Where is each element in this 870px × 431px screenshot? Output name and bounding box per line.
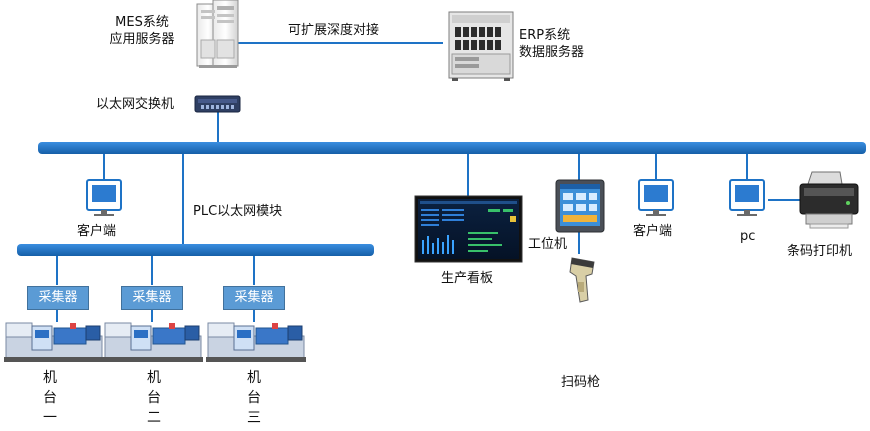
- mes-server-label-line2: 应用服务器: [109, 32, 175, 47]
- client-left-label: 客户端: [77, 224, 117, 239]
- printer-label: 条码打印机: [787, 244, 853, 259]
- machine3-label-char2: 台: [247, 390, 261, 406]
- machine1-label-char3: 一: [43, 410, 57, 426]
- collector-1: 采集器: [27, 286, 89, 310]
- client-right-label: 客户端: [633, 224, 673, 239]
- machine1-label: 机 台 一: [42, 368, 58, 428]
- plc-ethernet-bus: [17, 244, 374, 256]
- mes-server-label: MES系统 应用服务器: [94, 14, 190, 48]
- erp-server-label-line1: ERP系统: [519, 28, 571, 43]
- erp-server-label: ERP系统 数据服务器: [519, 27, 584, 61]
- main-ethernet-bus: [38, 142, 866, 154]
- mes-server-icon: [196, 0, 239, 68]
- erp-server-icon: [448, 11, 514, 81]
- collector-2: 采集器: [121, 286, 183, 310]
- client-left-computer-icon: [86, 179, 122, 216]
- scanner-label: 扫码枪: [561, 375, 601, 390]
- machine2-label-char3: 二: [147, 410, 161, 426]
- erp-server-label-line2: 数据服务器: [519, 45, 585, 60]
- dashboard-label: 生产看板: [441, 271, 494, 286]
- machine3-label: 机 台 三: [246, 368, 262, 428]
- machine3-icon: [206, 322, 306, 362]
- client-right-computer-icon: [638, 179, 674, 216]
- machine2-icon: [103, 322, 203, 362]
- collector-3: 采集器: [223, 286, 285, 310]
- machine3-label-char3: 三: [247, 410, 261, 426]
- production-dashboard-icon: [414, 195, 523, 263]
- workstation-label: 工位机: [528, 237, 568, 252]
- machine1-label-char1: 机: [43, 370, 57, 386]
- machine2-label-char2: 台: [147, 390, 161, 406]
- pc-label: pc: [740, 229, 756, 244]
- mes-server-label-line1: MES系统: [115, 15, 169, 30]
- connection-lines: [56, 42, 800, 322]
- workstation-panel-icon: [555, 179, 605, 233]
- plc-module-label: PLC以太网模块: [193, 204, 283, 219]
- machine1-label-char2: 台: [43, 390, 57, 406]
- ethernet-switch-icon: [194, 95, 241, 113]
- switch-label: 以太网交换机: [96, 97, 175, 112]
- machine1-icon: [4, 322, 104, 362]
- machine2-label-char1: 机: [147, 370, 161, 386]
- machine3-label-char1: 机: [247, 370, 261, 386]
- barcode-scanner-icon: [569, 257, 595, 303]
- barcode-printer-icon: [799, 171, 859, 229]
- pc-computer-icon: [729, 179, 765, 216]
- machine2-label: 机 台 二: [146, 368, 162, 428]
- mes-erp-link-label: 可扩展深度对接: [288, 23, 380, 38]
